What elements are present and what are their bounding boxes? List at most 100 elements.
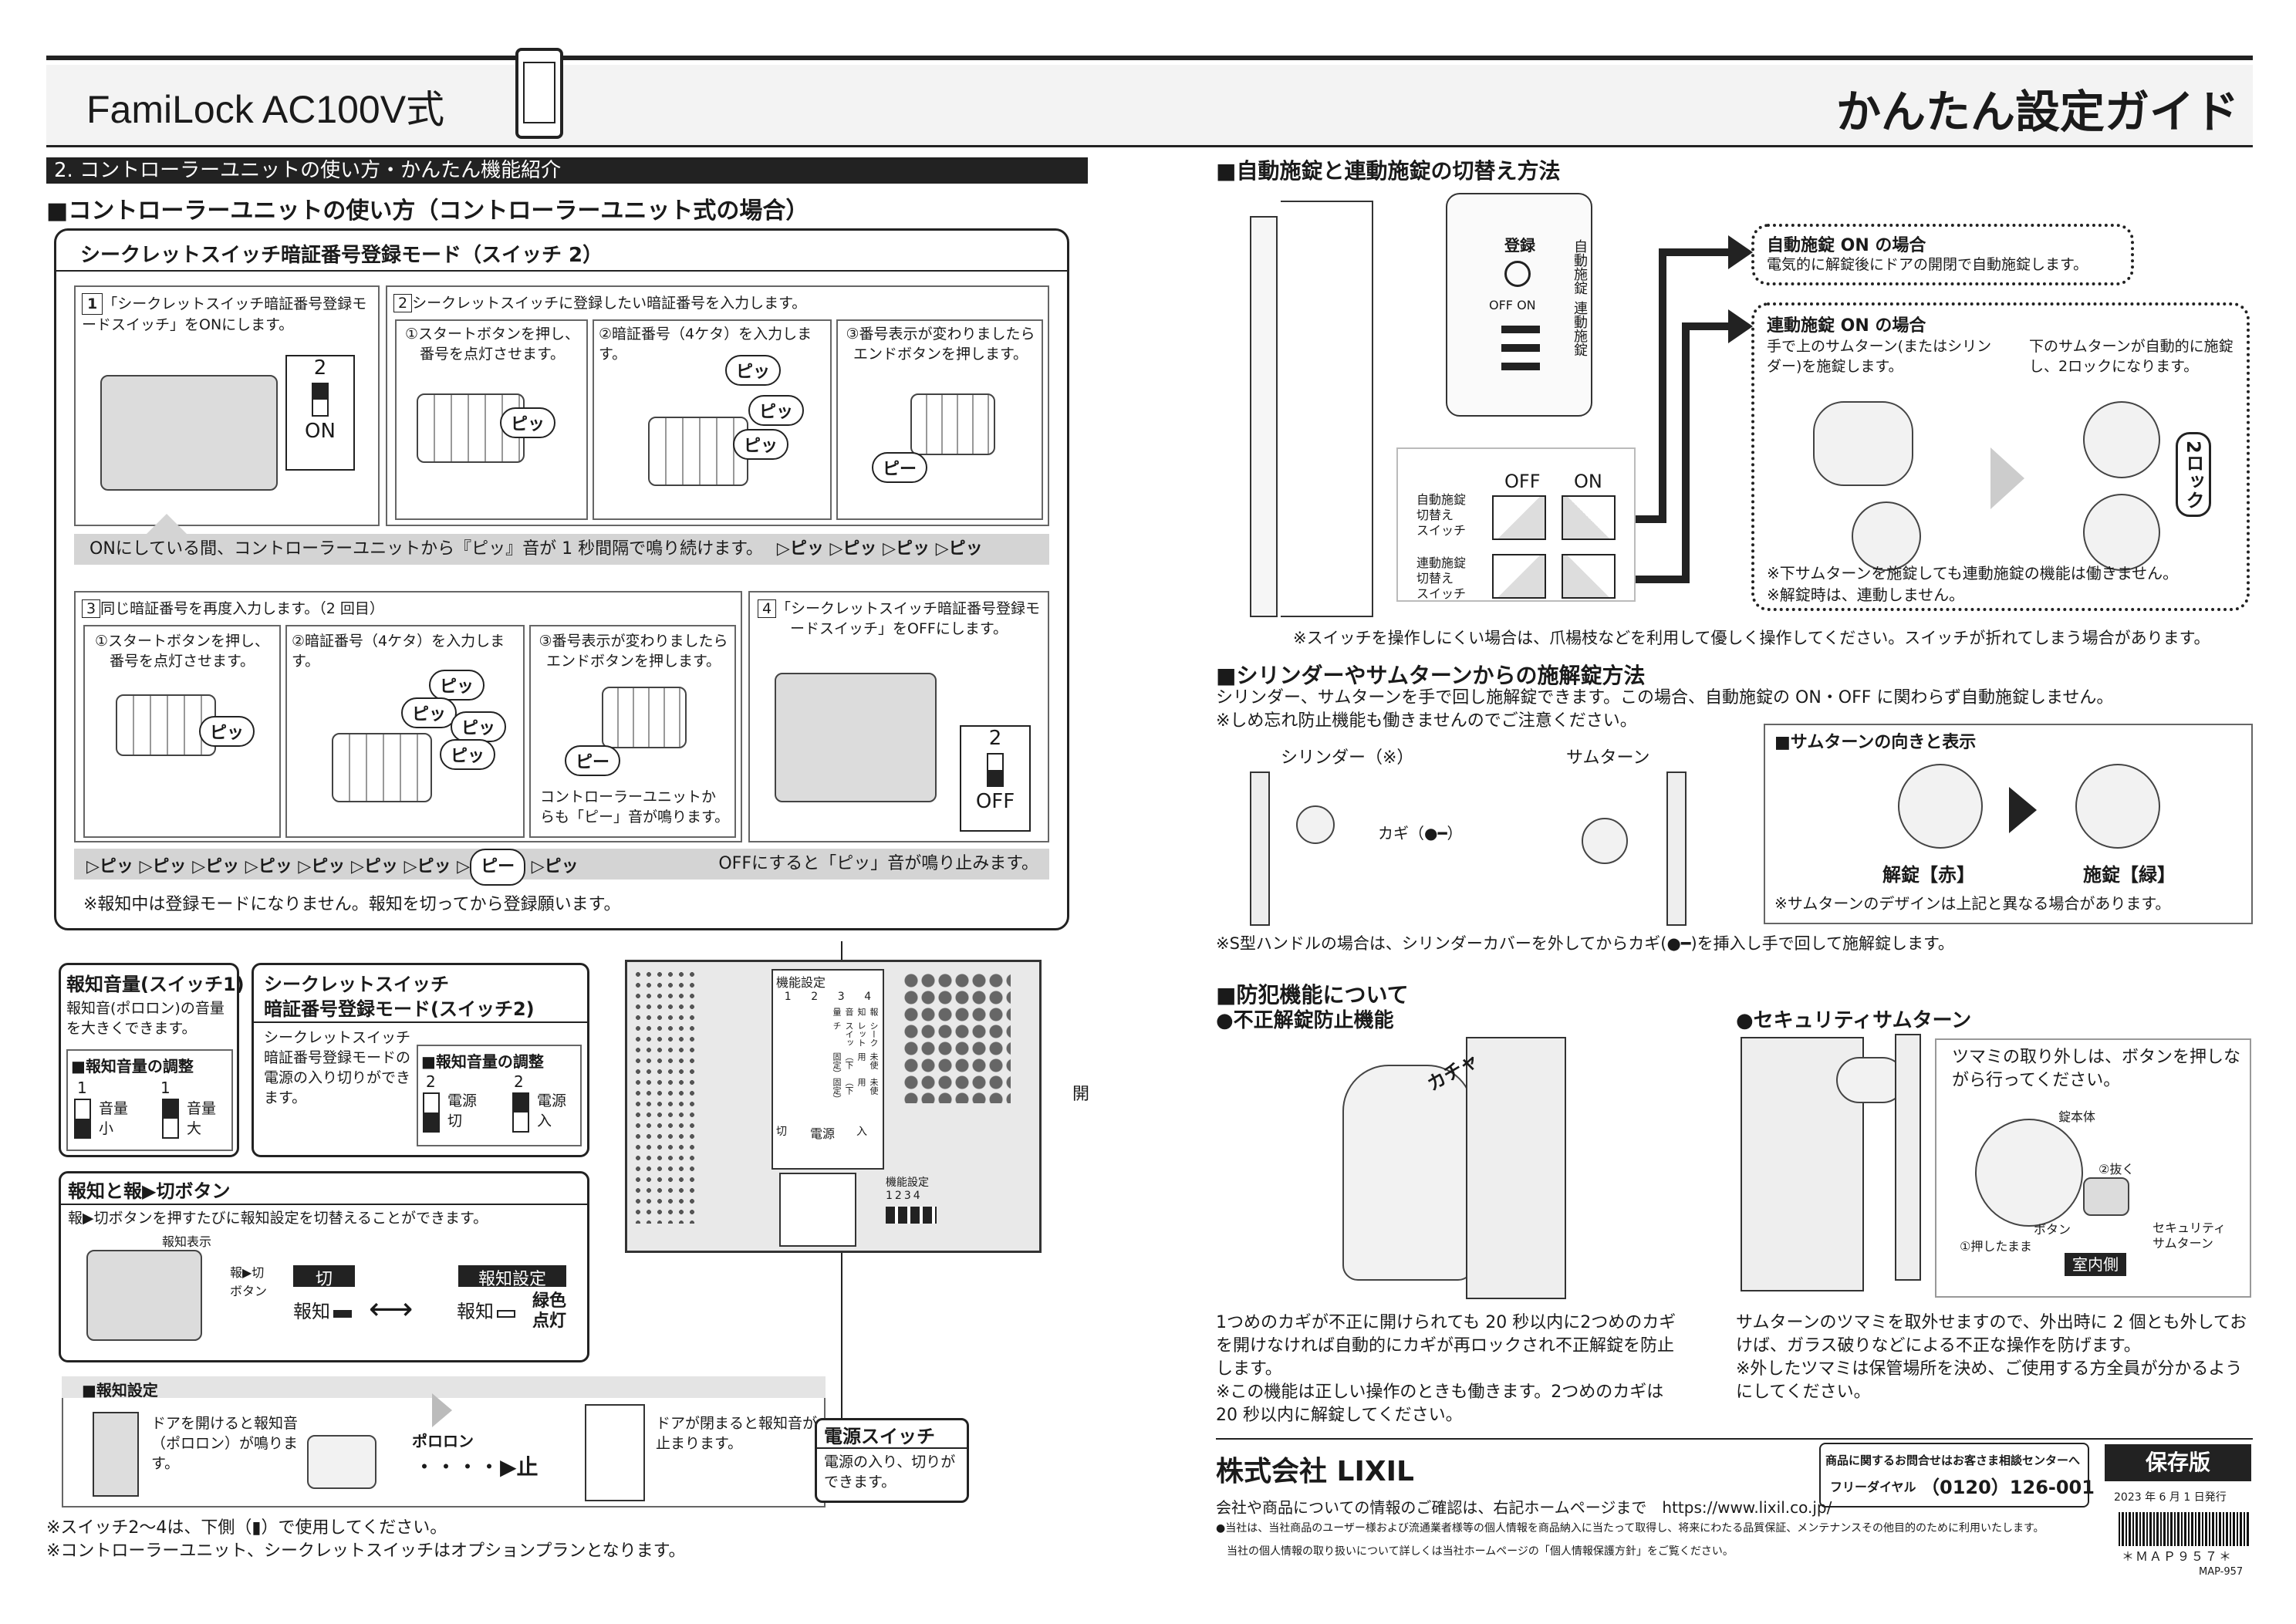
step4-label: 「シークレットスイッチ暗証番号登録モードスイッチ」をOFFにします。 — [776, 600, 1041, 637]
thumbturn-direction-box — [1764, 724, 2253, 924]
step3-title-text: 同じ暗証番号を再度入力します。（2 回目） — [100, 600, 384, 617]
switch-no-2: 2 — [988, 727, 1002, 750]
secret-on: 電源 入 — [537, 1092, 567, 1129]
footer-rule — [1216, 1438, 2253, 1440]
on-status-bar: ONにしている間、コントローラーユニットから『ピッ』音が 1 秒間隔で鳴り続けま… — [74, 534, 1049, 565]
panel-kiri: 切 — [776, 1126, 787, 1138]
header-top-rule — [46, 56, 2253, 60]
hochi-off-label: 報知 — [293, 1296, 352, 1323]
on-bar-pointer — [147, 514, 187, 534]
lock-body-label: 錠本体 — [2058, 1109, 2096, 1124]
panel-func2: 機能設定 — [886, 1177, 929, 1189]
secret-n1: 2 — [426, 1072, 436, 1091]
legend-on: ON — [1574, 471, 1602, 492]
speaker-grill-left — [633, 969, 694, 1224]
offon-label: OFF ON — [1489, 298, 1536, 312]
link-note-1: ※下サムターンを施錠しても連動施錠の機能は働きません。 — [1767, 564, 2179, 582]
sound-to-stop: ・・・・▶止 — [414, 1454, 539, 1480]
security-thumb-title: ●セキュリティサムターン — [1736, 1009, 1972, 1032]
secret-text: シークレットスイッチ暗証番号登録モードの電源の入り切りができます。 — [264, 1029, 411, 1106]
arrow2-top — [1682, 322, 1728, 330]
volume-large: 音量 大 — [187, 1100, 217, 1137]
door-edge-illustration — [1250, 216, 1278, 617]
panel-dengen: 電源 — [810, 1126, 836, 1141]
thumbturn-locked-illustration — [2075, 764, 2160, 849]
hochi-on-label: 報知 — [457, 1296, 515, 1323]
link-on-title: 連動施錠 ON の場合 — [1767, 316, 1926, 336]
security-note: ※外したツマミは保管場所を決め、ご使用する方全員が分かるようにしてください。 — [1736, 1359, 2243, 1402]
notice-display-label: 報知表示 — [162, 1234, 212, 1249]
link-lbl: 連動施錠 — [1572, 301, 1588, 356]
pull-label: ②抜く — [2098, 1162, 2135, 1177]
power-switch-text: 電源の入り、切りができます。 — [824, 1453, 956, 1491]
link-on-text-a: 手で上のサムターン(またはシリンダー)を施錠します。 — [1767, 338, 1992, 375]
beep-bubble-8: ピッ — [451, 711, 507, 742]
keypad-illustration-2 — [648, 417, 748, 486]
notice-note: ※報知中は登録モードになりません。報知を切ってから登録願います。 — [83, 895, 621, 914]
auto-link-switches[interactable] — [1501, 324, 1540, 370]
reg-label: 登録 — [1504, 236, 1535, 255]
volume-adjust — [66, 1049, 233, 1151]
auto-lock-heading: ■自動施錠と連動施錠の切替え方法 — [1216, 158, 1561, 184]
volume-adjust-title: ■報知音量の調整 — [71, 1057, 194, 1075]
removal-bubble: ツマミの取り外しは、ボタンを押しながら行ってください。 — [1952, 1048, 2241, 1090]
door-edge-2 — [1250, 771, 1270, 926]
dip-switch — [886, 1207, 937, 1224]
arrow1-head — [1728, 235, 1753, 269]
switch-icon — [312, 383, 329, 417]
info-text[interactable]: 会社や商品についての情報のご確認は、右記ホームページまで https://www… — [1216, 1498, 1832, 1517]
cylinder-text-1: シリンダー、サムターンを手で回し施解錠できます。この場合、自動施錠の ON・OF… — [1216, 688, 2114, 707]
step1-label: 「シークレットスイッチ暗証番号登録モードスイッチ」をONにします。 — [82, 295, 367, 333]
footnote-2: ※コントローラーユニット、シークレットスイッチはオプションプランとなります。 — [46, 1541, 686, 1561]
keypad-illustration-6 — [602, 687, 687, 748]
auto-on-switch — [1562, 495, 1616, 540]
security-label: セキュリティ サムターン — [2152, 1221, 2227, 1251]
door-frame-illustration — [1895, 1034, 1921, 1281]
speaker-grill-right — [903, 972, 1011, 1103]
toggle-arrow-icon: ⟷ — [369, 1291, 414, 1327]
beep-bubble-4: ピッ — [733, 429, 789, 460]
switch-state: ON — [305, 420, 336, 443]
switch-unit-closeup — [1446, 193, 1592, 417]
beep-bubble-6: ピッ — [429, 670, 485, 701]
lock-green-label: 施錠【緑】 — [2083, 864, 2176, 886]
privacy-2: 当社の個人情報の取り扱いについて詳しくは当社ホームページの「個人情報保護方針」を… — [1216, 1545, 1734, 1558]
right-edge-mark: 開 — [1072, 1085, 1090, 1104]
notice-cut-rule — [59, 1204, 589, 1205]
switch-large-icon — [162, 1099, 179, 1139]
door-edge-3 — [1666, 771, 1687, 926]
auto-on-text: 電気的に解錠後にドアの開閉で自動施錠します。 — [1767, 256, 2088, 273]
secret-rule — [252, 1021, 589, 1023]
barcode-text: ＊ＭＡＰ９５７＊ — [2122, 1549, 2234, 1564]
header-bar — [46, 65, 2253, 147]
privacy-1: ●当社は、当社商品のユーザー様および流通業者様等の個人情報を商品納入に当たって取… — [1216, 1522, 2044, 1535]
beep-bubble-5: ピッ — [199, 716, 255, 747]
link-off-switch — [1492, 554, 1546, 599]
section-band: 2. コントローラーユニットの使い方・かんたん機能紹介 — [46, 157, 1088, 184]
function-col-labels: 報知音量シークレットスイッチ未使用（下固定）未使用（下固定） — [832, 1008, 879, 1104]
beep-bubble: ピッ — [500, 407, 556, 438]
direction-note: ※サムターンのデザインは上記と異なる場合があります。 — [1774, 894, 2171, 913]
secret-adjust-title: ■報知音量の調整 — [421, 1052, 544, 1071]
security-text: サムターンのツマミを取外せますので、外出時に 2 個とも外しておけば、ガラス破り… — [1736, 1313, 2247, 1356]
beep-sequence-bar: ▷ピッ ▷ピッ ▷ピッ ▷ピッ ▷ピッ ▷ピッ ▷ピッ ▷ピー ▷ピッ OFFに… — [74, 849, 1049, 886]
controller-heading: ■コントローラーユニットの使い方（コントローラーユニット式の場合） — [46, 198, 809, 225]
volume-text: 報知音(ポロロン)の音量を大きくできます。 — [66, 1000, 225, 1037]
thumbturn-lower-illustration — [1852, 501, 1921, 571]
arrow1-h — [1636, 515, 1666, 523]
beep-long-bubble: ピー — [872, 452, 928, 483]
secret-mode-title: シークレットスイッチ暗証番号登録モード（スイッチ 2） — [80, 244, 603, 267]
auto-off-switch — [1492, 495, 1546, 540]
register-button[interactable] — [1504, 261, 1531, 287]
secret-n2: 2 — [514, 1072, 524, 1091]
arrow1-v — [1659, 248, 1666, 523]
tel-number[interactable]: （0120）126-001 — [1921, 1477, 2095, 1498]
step3-sub1-text: ①スタートボタンを押し、番号を点灯させます。 — [94, 633, 270, 670]
sw1-label: 自動施錠 切替え スイッチ — [1416, 492, 1467, 538]
step3-sub3-text: ③番号表示が変わりましたらエンドボタンを押します。 — [539, 633, 728, 670]
link-on-box — [1751, 302, 2250, 611]
